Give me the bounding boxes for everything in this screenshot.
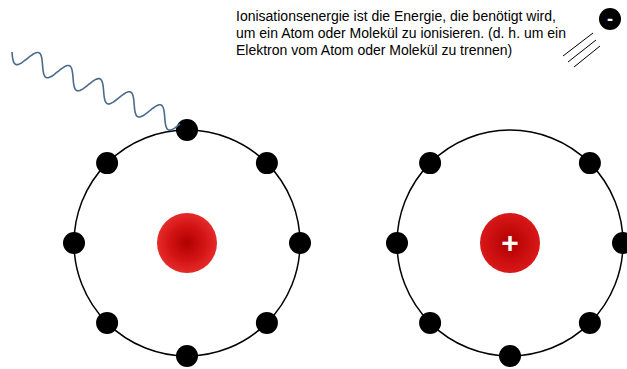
electron (256, 312, 278, 334)
electron-shell (397, 130, 623, 356)
charge-sign: - (607, 10, 613, 28)
electron (579, 152, 601, 174)
motion-line (568, 40, 596, 62)
electron (612, 232, 627, 254)
electron (63, 232, 85, 254)
motion-lines (563, 33, 600, 67)
positive-nucleus: + (480, 213, 540, 273)
electron-shell (74, 130, 300, 356)
electron (176, 119, 198, 141)
electrons (63, 119, 627, 367)
electron (256, 152, 278, 174)
electron (96, 152, 118, 174)
charge-sign: + (501, 228, 519, 258)
electron (96, 312, 118, 334)
motion-line (563, 33, 593, 56)
electron (419, 312, 441, 334)
electron (419, 152, 441, 174)
electron (579, 312, 601, 334)
free-electron: - (599, 8, 622, 31)
electron (499, 345, 521, 367)
definition-text: Ionisationsenergie ist die Energie, die … (236, 8, 566, 59)
neutral-atom (74, 130, 300, 356)
photon-wave (12, 52, 180, 130)
electron (386, 232, 408, 254)
motion-line (574, 46, 600, 67)
electron (176, 345, 198, 367)
ionised-atom (397, 130, 623, 356)
electron (289, 232, 311, 254)
nucleus (157, 213, 217, 273)
